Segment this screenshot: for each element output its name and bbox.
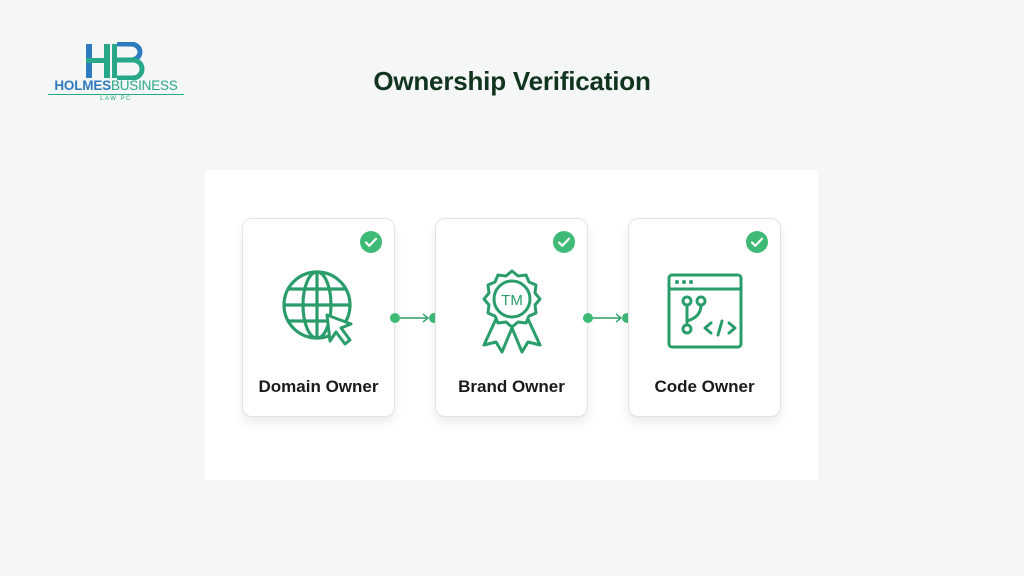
company-logo: HOLMESBUSINESS LAW PC bbox=[48, 42, 184, 102]
step-label: Brand Owner bbox=[458, 377, 565, 396]
check-icon bbox=[360, 231, 382, 253]
logo-subtitle: LAW PC bbox=[48, 94, 184, 103]
hb-monogram-icon bbox=[86, 42, 145, 80]
step-card-brand-owner: TM Brand Owner bbox=[435, 218, 588, 417]
step-card-code-owner: Code Owner bbox=[628, 218, 781, 417]
trademark-badge-icon: TM bbox=[482, 269, 542, 354]
connector-arrow-2 bbox=[583, 313, 632, 323]
globe-cursor-icon bbox=[282, 270, 353, 346]
logo-wordmark: HOLMESBUSINESS bbox=[48, 78, 184, 93]
check-icon bbox=[553, 231, 575, 253]
connector-arrow-1 bbox=[390, 313, 439, 323]
step-label: Code Owner bbox=[654, 377, 755, 396]
diagram-panel: Domain Owner TM bbox=[205, 170, 818, 480]
page-title: Ownership Verification bbox=[373, 66, 651, 96]
code-window-icon bbox=[667, 273, 743, 349]
logo-word-holmes: HOLMES bbox=[54, 78, 111, 93]
check-icon bbox=[746, 231, 768, 253]
logo-word-business: BUSINESS bbox=[110, 78, 178, 93]
step-label: Domain Owner bbox=[258, 377, 379, 396]
tm-badge-text: TM bbox=[501, 292, 523, 309]
step-card-domain-owner: Domain Owner bbox=[242, 218, 395, 417]
